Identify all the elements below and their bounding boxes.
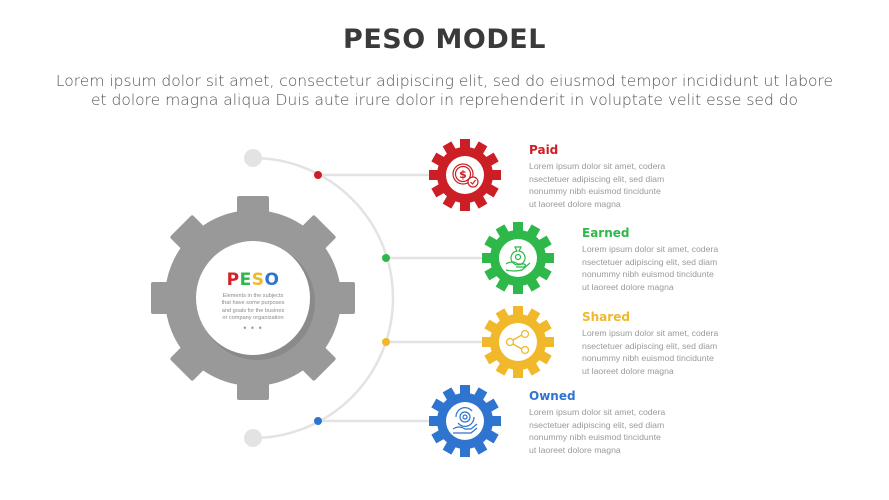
peso-word: PESO	[203, 270, 303, 290]
paid-gear-icon: $	[429, 139, 501, 211]
shared-gear-icon	[482, 306, 554, 378]
item-title: Owned	[529, 389, 576, 403]
letter-o: O	[264, 270, 280, 290]
subtitle-line-1: Lorem ipsum dolor sit amet, consectetur …	[55, 72, 834, 90]
owned-dot	[314, 417, 322, 425]
peso-desc-line: that have some purposes	[221, 300, 285, 307]
item-description: Lorem ipsum dolor sit amet, codera nsect…	[582, 327, 742, 377]
item-shared: Shared Lorem ipsum dolor sit amet, coder…	[582, 310, 742, 377]
letter-p: P	[226, 270, 240, 290]
peso-description: Elements in the subjects that have some …	[203, 293, 303, 323]
item-paid: Paid Lorem ipsum dolor sit amet, codera …	[529, 143, 689, 210]
arc-end-top	[244, 149, 262, 167]
item-title: Paid	[529, 143, 559, 157]
desc-line: nsectetuer adipiscing elit, sed diam	[529, 419, 665, 430]
item-description: Lorem ipsum dolor sit amet, codera nsect…	[529, 160, 689, 210]
page-title: PESO MODEL	[343, 24, 546, 55]
peso-desc-line: or company organization	[222, 315, 284, 322]
peso-desc-line: Elements in the subjects	[222, 293, 284, 299]
desc-line: ut laoreet dolore magna	[582, 281, 674, 292]
desc-line: nonummy nibh euismod tincidunte	[582, 269, 714, 279]
page-subtitle: Lorem ipsum dolor sit amet, consectetur …	[30, 72, 859, 110]
desc-line: nsectetuer adipiscing elit, sed diam	[582, 340, 718, 351]
desc-line: nonummy nibh euismod tincidunte	[582, 353, 714, 363]
subtitle-line-2: et dolore magna aliqua Duis aute irure d…	[90, 91, 799, 109]
earned-dot	[382, 254, 390, 262]
owned-gear-icon	[429, 385, 501, 457]
arc-end-bottom	[244, 429, 262, 447]
desc-line: Lorem ipsum dolor sit amet, codera	[529, 161, 666, 171]
item-description: Lorem ipsum dolor sit amet, codera nsect…	[582, 243, 742, 293]
item-owned: Owned Lorem ipsum dolor sit amet, codera…	[529, 389, 689, 456]
item-description: Lorem ipsum dolor sit amet, codera nsect…	[529, 406, 689, 456]
letter-s: S	[251, 270, 265, 290]
item-title: Shared	[582, 310, 630, 324]
desc-line: ut laoreet dolore magna	[529, 198, 621, 209]
desc-line: nonummy nibh euismod tincidunte	[529, 186, 661, 196]
more-dots-icon: • • •	[243, 322, 263, 333]
desc-line: Lorem ipsum dolor sit amet, codera	[582, 244, 719, 254]
item-earned: Earned Lorem ipsum dolor sit amet, coder…	[582, 226, 742, 293]
desc-line: nsectetuer adipiscing elit, sed diam	[582, 256, 718, 267]
earned-gear-icon	[482, 222, 554, 294]
peso-desc-line: and goals for the busines	[221, 307, 285, 314]
desc-line: nsectetuer adipiscing elit, sed diam	[529, 173, 665, 184]
letter-e: E	[239, 270, 252, 290]
desc-line: nonummy nibh euismod tincidunte	[529, 432, 661, 442]
desc-line: Lorem ipsum dolor sit amet, codera	[529, 407, 666, 417]
item-title: Earned	[582, 226, 630, 240]
paid-dot	[314, 171, 322, 179]
desc-line: ut laoreet dolore magna	[582, 365, 674, 376]
center-label: PESO Elements in the subjects that have …	[203, 270, 303, 333]
shared-dot	[382, 338, 390, 346]
desc-line: Lorem ipsum dolor sit amet, codera	[582, 328, 719, 338]
big-gear-icon	[151, 196, 355, 400]
desc-line: ut laoreet dolore magna	[529, 444, 621, 455]
svg-text:$: $	[459, 168, 467, 181]
